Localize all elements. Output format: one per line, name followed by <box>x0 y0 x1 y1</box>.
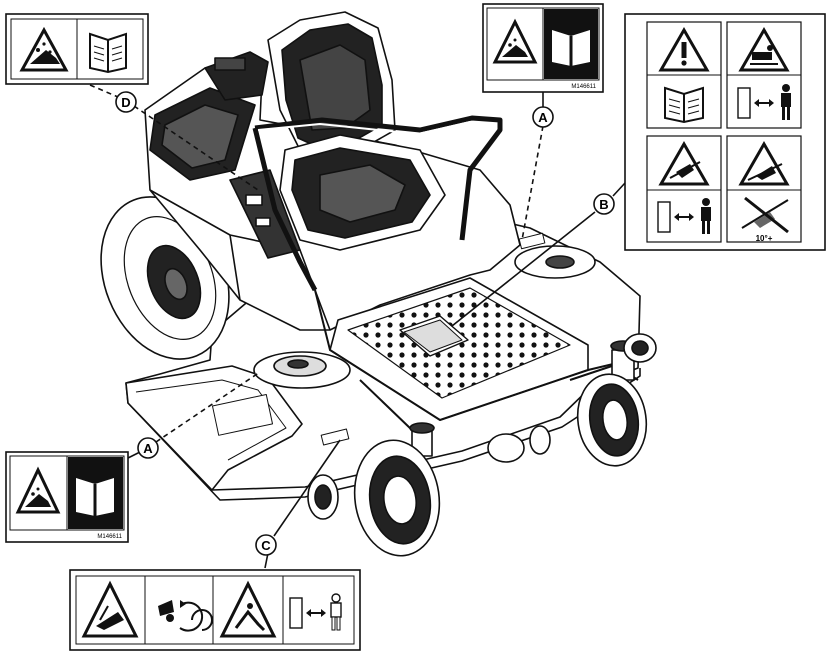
callout-d: D <box>115 91 137 113</box>
discharge-hazard-icon <box>19 26 69 72</box>
leader-d <box>89 84 119 98</box>
no-rotating-blade-icon <box>158 600 213 632</box>
discharge-hazard-icon <box>15 466 61 514</box>
decal-a-top: M146611 <box>482 3 604 93</box>
no-steep-slope-icon: 10°+ <box>741 196 789 243</box>
anti-scalp-roller-left <box>307 474 339 520</box>
rollover-slope-hazard-icon <box>738 140 790 186</box>
operator-manual-icon <box>76 478 114 516</box>
mower-illustration <box>100 11 657 557</box>
keep-distance-icon <box>289 593 342 631</box>
callout-a-left: A <box>137 437 159 459</box>
decal-a-left-part-number: M146611 <box>97 534 122 540</box>
control-console <box>229 169 301 259</box>
operator-seat <box>267 11 446 251</box>
decal-a-top-part-number: M146611 <box>571 84 596 90</box>
callout-c: C <box>255 534 277 556</box>
operator-manual-icon <box>89 32 127 74</box>
operator-manual-icon <box>664 86 704 124</box>
callout-a-top-label: A <box>538 110 548 125</box>
discharge-hazard-icon <box>492 18 538 64</box>
blade-cut-hazard-icon <box>81 580 139 638</box>
rollover-hazard-icon <box>658 140 710 186</box>
decal-b: 10°+ <box>624 13 826 251</box>
thrown-object-hazard-icon <box>219 580 277 638</box>
callout-a-left-label: A <box>143 441 153 456</box>
callout-c-label: C <box>261 538 271 553</box>
callout-b-label: B <box>599 197 608 212</box>
decal-d <box>5 13 149 85</box>
operator-manual-icon <box>552 30 590 66</box>
anti-scalp-roller-mid <box>487 425 551 463</box>
keep-distance-icon <box>657 198 711 234</box>
front-right-caster <box>576 340 648 467</box>
leader-lines <box>89 84 626 569</box>
decal-a-left: M146611 <box>5 451 129 543</box>
leader-b <box>612 182 626 197</box>
warning-alert-icon <box>658 26 710 72</box>
keep-distance-icon <box>737 84 791 120</box>
callout-a-top: A <box>532 106 554 128</box>
callout-d-label: D <box>121 95 130 110</box>
steering-levers <box>254 115 503 241</box>
front-left-caster <box>353 422 441 557</box>
leader-a-left <box>127 451 141 459</box>
crush-hazard-icon <box>738 26 790 72</box>
slope-angle-label: 10°+ <box>756 234 773 243</box>
anti-scalp-roller-right <box>623 333 657 363</box>
callout-b: B <box>593 193 615 215</box>
decal-c <box>69 569 361 651</box>
